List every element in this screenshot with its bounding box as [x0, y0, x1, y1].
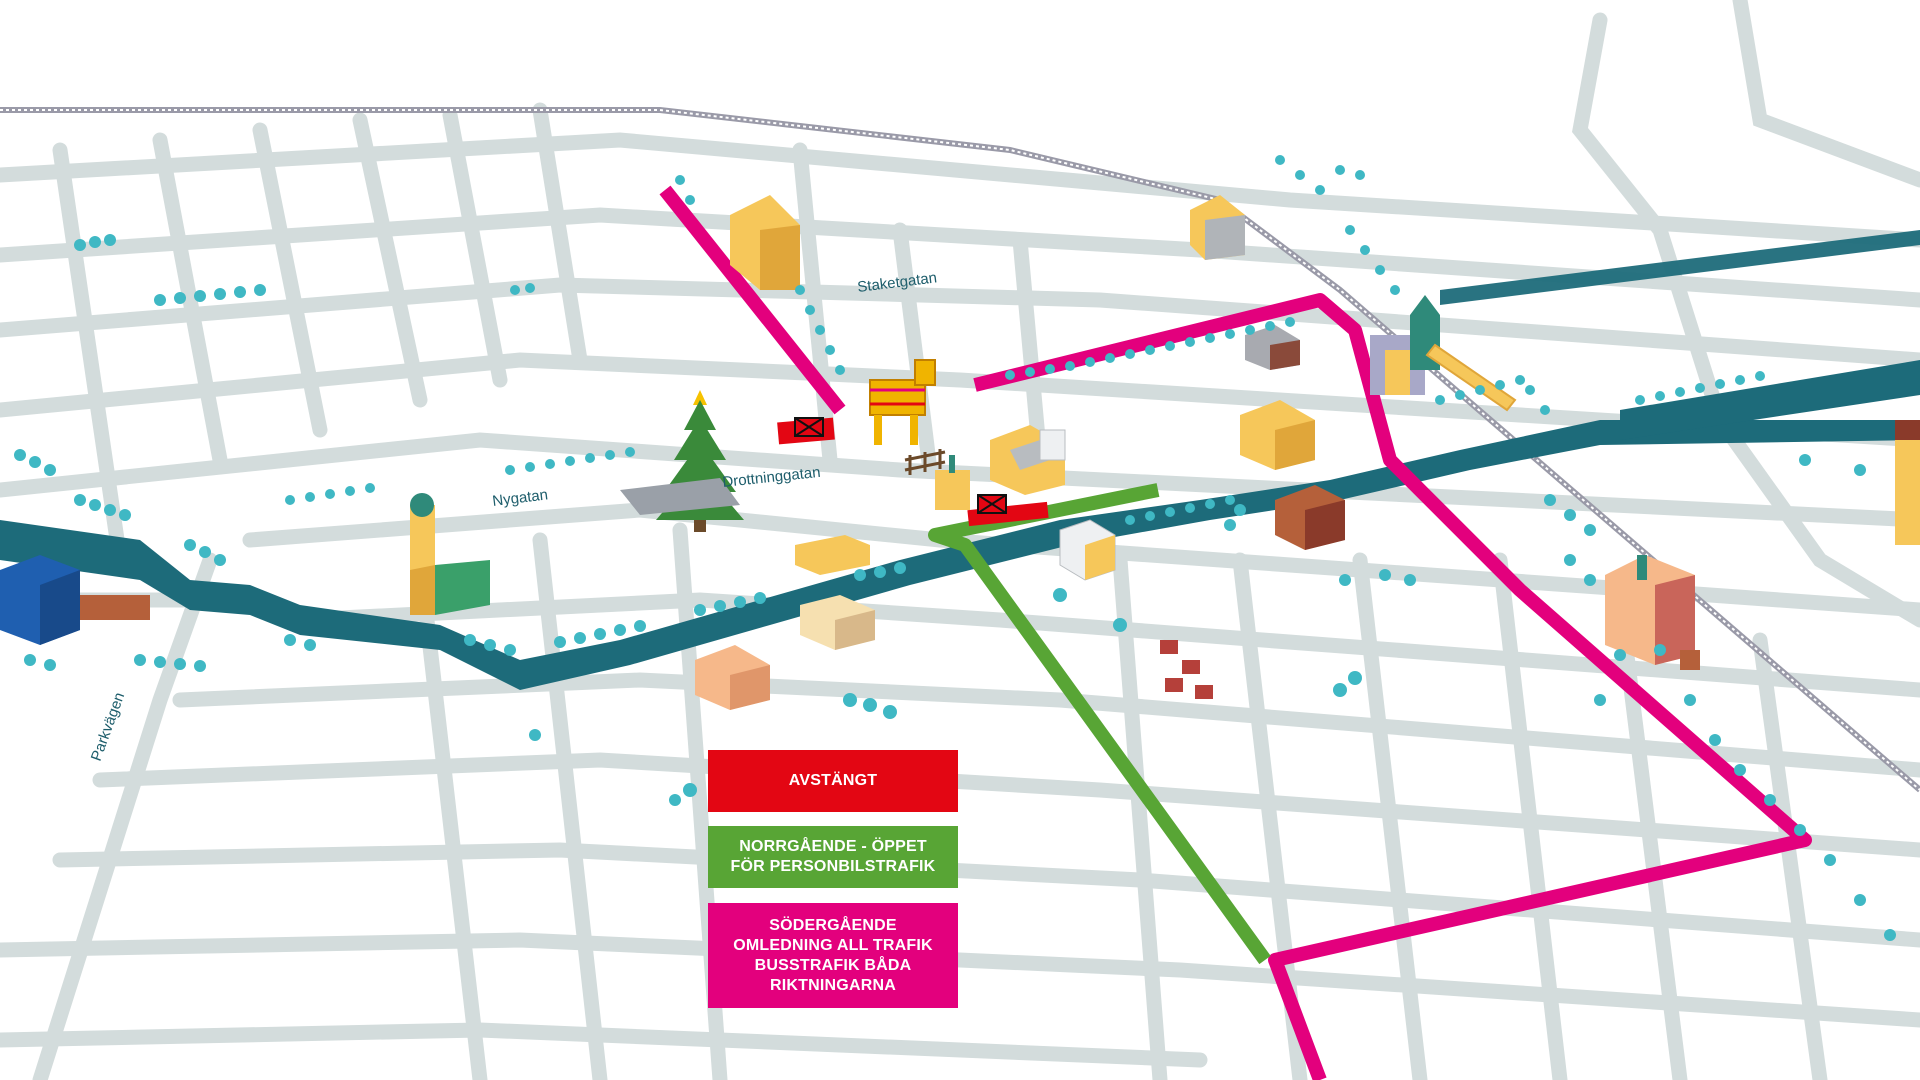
legend-southbound-line2: OMLEDNING ALL TRAFIK	[733, 936, 933, 954]
church-icon	[410, 493, 490, 615]
straw-goat-icon	[869, 359, 936, 445]
street-label-nygatan: Nygatan	[491, 486, 549, 510]
legend-northbound-open: NORRGÅENDE - ÖPPET FÖR PERSONBILSTRAFIK	[708, 826, 958, 888]
legend-southbound-detour: SÖDERGÅENDE OMLEDNING ALL TRAFIK BUSSTRA…	[708, 903, 958, 1008]
building-grey-station	[1059, 519, 1116, 581]
building-brown-town	[1275, 485, 1345, 550]
station-building-icon	[1605, 555, 1700, 670]
church-icon	[1370, 295, 1440, 395]
plaza	[620, 478, 740, 515]
building-grey-north	[1245, 325, 1300, 370]
legend-southbound-line4: RIKTNINGARNA	[770, 976, 896, 994]
legend-closed: AVSTÄNGT	[708, 750, 958, 812]
legend-northbound-line1: NORRGÅENDE - ÖPPET	[739, 838, 927, 855]
building-staket	[1190, 195, 1245, 260]
buildings	[0, 195, 1920, 710]
river	[0, 230, 1920, 690]
street-label-parkvagen: Parkvägen	[88, 690, 129, 763]
legend-southbound-line3: BUSSTRAFIK BÅDA	[754, 956, 912, 974]
building-cream-river	[800, 595, 875, 650]
building-peach	[695, 645, 770, 710]
building-small-red	[1160, 640, 1213, 699]
building-low-drottning	[795, 535, 870, 575]
southbound-detour-route	[659, 185, 1812, 1080]
trees	[14, 155, 1896, 941]
legend-southbound-line1: SÖDERGÅENDE	[769, 916, 897, 934]
legend-closed-label: AVSTÄNGT	[788, 772, 878, 789]
building-right-edge	[1895, 420, 1920, 545]
train-icon	[1425, 343, 1517, 412]
building-blue-museum	[0, 555, 150, 645]
building-museum-gate	[935, 455, 970, 510]
building-north-museum	[730, 195, 800, 290]
street-label-drottninggatan: Drottninggatan	[722, 464, 822, 491]
fence-icon	[904, 449, 946, 475]
legend-northbound-line2: FÖR PERSONBILSTRAFIK	[730, 858, 936, 875]
building-yellow-center	[1240, 400, 1315, 470]
road-barrier-icon	[794, 417, 1007, 514]
building-white	[1039, 429, 1066, 461]
